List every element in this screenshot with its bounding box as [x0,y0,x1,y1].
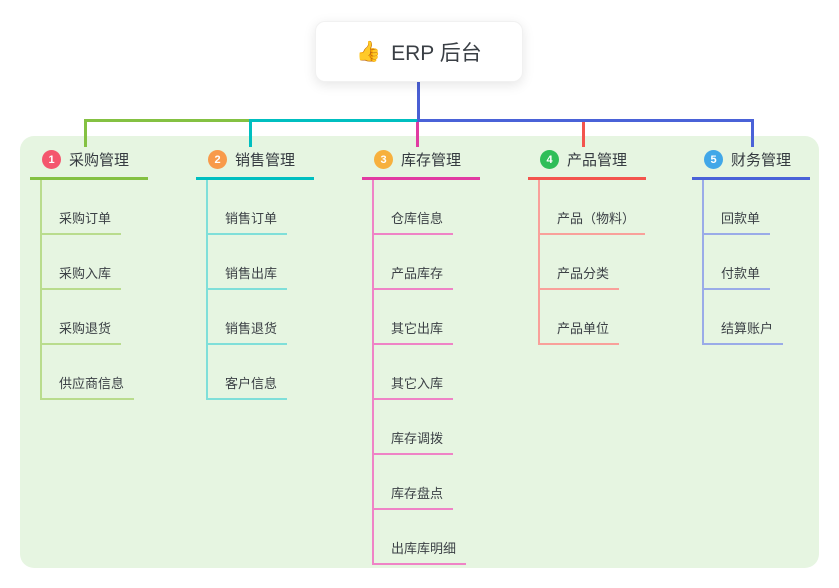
drop-line-branch4 [582,119,585,147]
child-node[interactable]: 付款单 [704,235,771,290]
child-node-label: 销售订单 [225,211,278,226]
child-node[interactable]: 出库库明细 [374,510,467,565]
child-node-label: 客户信息 [225,376,278,391]
child-node-label: 采购退货 [59,321,112,336]
drop-line-branch2 [249,119,252,147]
child-node-label: 销售出库 [225,266,278,281]
child-node-label: 其它出库 [391,321,444,336]
branch-children: 仓库信息产品库存其它出库其它入库库存调拨库存盘点出库库明细 [372,180,480,565]
child-node-label: 产品分类 [557,266,610,281]
child-node[interactable]: 客户信息 [208,345,288,400]
child-node[interactable]: 产品（物料） [540,180,646,235]
child-node[interactable]: 采购订单 [42,180,122,235]
child-node[interactable]: 结算账户 [704,290,784,345]
branch-head-2[interactable]: 2 销售管理 [196,149,314,180]
branch-number-badge: 5 [704,150,723,169]
child-node-label: 销售退货 [225,321,278,336]
branch-label: 库存管理 [401,152,462,169]
child-node[interactable]: 销售出库 [208,235,288,290]
branch-head-3[interactable]: 3 库存管理 [362,149,480,180]
child-node[interactable]: 采购退货 [42,290,122,345]
child-node[interactable]: 采购入库 [42,235,122,290]
child-node-label: 库存调拨 [391,431,444,446]
child-node-label: 回款单 [721,211,761,226]
drop-line-branch3 [416,119,419,147]
child-node[interactable]: 产品库存 [374,235,454,290]
child-node-label: 采购入库 [59,266,112,281]
root-node-label: ERP 后台 [391,41,482,65]
child-node[interactable]: 产品单位 [540,290,620,345]
branch-label: 销售管理 [235,152,296,169]
branch-children: 产品（物料） 产品分类产品单位 [538,180,646,345]
child-node[interactable]: 库存盘点 [374,455,454,510]
thumbs-up-icon: 👍 [356,41,382,63]
child-node[interactable]: 产品分类 [540,235,620,290]
child-node-label: 产品单位 [557,321,610,336]
child-node-label: 产品（物料） [557,211,636,226]
branch-children: 回款单付款单结算账户 [702,180,810,345]
child-node-label: 结算账户 [721,321,774,336]
child-node[interactable]: 销售订单 [208,180,288,235]
connector-branch5-line [417,119,754,122]
branch-number-badge: 2 [208,150,227,169]
branch-label: 产品管理 [567,152,628,169]
child-node[interactable]: 仓库信息 [374,180,454,235]
child-node[interactable]: 其它出库 [374,290,454,345]
child-node[interactable]: 回款单 [704,180,771,235]
child-node-label: 付款单 [721,266,761,281]
child-node[interactable]: 库存调拨 [374,400,454,455]
branch-4: 4 产品管理产品（物料） 产品分类产品单位 [528,149,646,345]
branch-1: 1 采购管理采购订单采购入库采购退货供应商信息 [30,149,148,400]
branch-number-badge: 4 [540,150,559,169]
branch-number-badge: 1 [42,150,61,169]
branch-2: 2 销售管理销售订单销售出库销售退货客户信息 [196,149,314,400]
branch-3: 3 库存管理仓库信息产品库存其它出库其它入库库存调拨库存盘点出库库明细 [362,149,480,565]
drop-line-branch5 [751,119,754,147]
connector-branch2-line [249,119,419,122]
root-node[interactable]: 👍 ERP 后台 [315,21,523,82]
root-connector-line [417,82,420,122]
child-node-label: 采购订单 [59,211,112,226]
mindmap-panel [20,136,819,568]
branch-children: 销售订单销售出库销售退货客户信息 [206,180,314,400]
branch-label: 采购管理 [69,152,130,169]
child-node-label: 仓库信息 [391,211,444,226]
child-node-label: 库存盘点 [391,486,444,501]
child-node-label: 其它入库 [391,376,444,391]
branch-number-badge: 3 [374,150,393,169]
branch-head-5[interactable]: 5 财务管理 [692,149,810,180]
child-node[interactable]: 供应商信息 [42,345,135,400]
child-node-label: 产品库存 [391,266,444,281]
branch-head-1[interactable]: 1 采购管理 [30,149,148,180]
child-node[interactable]: 销售退货 [208,290,288,345]
child-node-label: 供应商信息 [59,376,125,391]
branch-head-4[interactable]: 4 产品管理 [528,149,646,180]
child-node-label: 出库库明细 [391,541,457,556]
branch-label: 财务管理 [731,152,792,169]
connector-branch1-line [84,119,252,122]
branch-children: 采购订单采购入库采购退货供应商信息 [40,180,148,400]
child-node[interactable]: 其它入库 [374,345,454,400]
branch-5: 5 财务管理回款单付款单结算账户 [692,149,810,345]
drop-line-branch1 [84,119,87,147]
